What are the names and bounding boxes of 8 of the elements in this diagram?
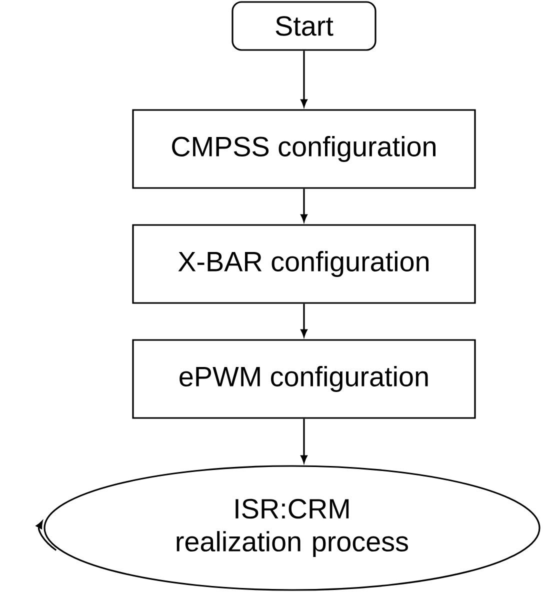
arrow xyxy=(300,418,308,463)
process-box: CMPSS configuration xyxy=(132,109,476,189)
arrow xyxy=(300,304,308,337)
process-box: X-BAR configuration xyxy=(132,224,476,304)
start-box: Start xyxy=(232,1,376,51)
process-box: ePWM configuration xyxy=(132,339,476,419)
arrow xyxy=(300,188,308,222)
arrow xyxy=(300,50,308,107)
